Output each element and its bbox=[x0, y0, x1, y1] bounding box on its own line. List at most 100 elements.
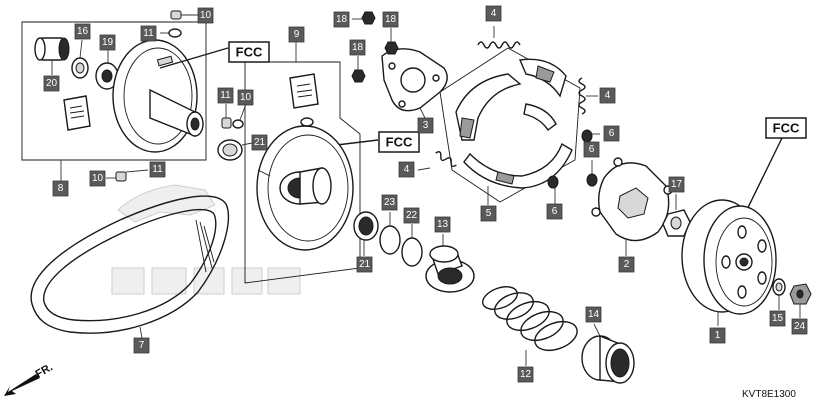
callout-22: 22 bbox=[403, 207, 420, 224]
callout-6-a: 6 bbox=[603, 125, 620, 142]
washer-16 bbox=[772, 278, 786, 310]
svg-text:18: 18 bbox=[385, 14, 397, 25]
callout-23: 23 bbox=[381, 194, 398, 211]
callout-11-top: 11 bbox=[140, 25, 157, 42]
nut-24 bbox=[789, 283, 812, 318]
spring-4-left bbox=[417, 151, 457, 171]
callout-13: 13 bbox=[434, 216, 451, 233]
spring-4-right bbox=[578, 77, 598, 115]
callout-18-b: 18 bbox=[382, 11, 399, 28]
collar-21-upper bbox=[217, 139, 253, 161]
movable-drive-face bbox=[112, 39, 204, 153]
svg-text:6: 6 bbox=[589, 144, 595, 155]
nut-18-b bbox=[384, 28, 399, 55]
clutch-shoe-upper bbox=[455, 58, 567, 141]
washer-6-a bbox=[581, 129, 600, 143]
svg-text:7: 7 bbox=[139, 340, 145, 351]
instruction-sheet-drive bbox=[63, 95, 91, 131]
screw-10-left bbox=[106, 169, 149, 182]
callout-7: 7 bbox=[133, 337, 150, 354]
svg-text:4: 4 bbox=[404, 164, 410, 175]
nut-18-c bbox=[351, 56, 366, 83]
svg-text:10: 10 bbox=[200, 10, 212, 21]
callout-8: 8 bbox=[52, 180, 69, 197]
fcc-label: FCC bbox=[773, 121, 800, 136]
collar-21-lower bbox=[353, 211, 379, 256]
callout-3: 3 bbox=[417, 117, 434, 134]
needle-bearing-20 bbox=[34, 37, 70, 75]
svg-text:18: 18 bbox=[352, 42, 364, 53]
driven-face-spring-12 bbox=[482, 286, 578, 366]
svg-text:1: 1 bbox=[715, 330, 721, 341]
drive-belt-7 bbox=[30, 195, 230, 339]
callout-11-left: 11 bbox=[149, 161, 166, 178]
callout-14: 14 bbox=[585, 306, 602, 323]
screw-10-top bbox=[170, 10, 198, 20]
callout-15: 17 bbox=[668, 176, 685, 193]
svg-text:18: 18 bbox=[336, 14, 348, 25]
svg-text:22: 22 bbox=[406, 210, 418, 221]
callout-12: 12 bbox=[517, 366, 534, 383]
callout-4-right: 4 bbox=[599, 87, 616, 104]
fr-label: FR. bbox=[34, 361, 55, 380]
front-direction-arrow: FR. bbox=[4, 361, 55, 396]
washer-6-b bbox=[586, 160, 598, 187]
svg-text:4: 4 bbox=[491, 8, 497, 19]
svg-text:21: 21 bbox=[359, 259, 371, 270]
svg-text:23: 23 bbox=[384, 197, 396, 208]
callout-6-b: 6 bbox=[583, 141, 600, 158]
svg-text:4: 4 bbox=[605, 90, 611, 101]
svg-text:11: 11 bbox=[152, 164, 163, 175]
callout-1: 1 bbox=[709, 327, 726, 344]
svg-text:21: 21 bbox=[254, 137, 266, 148]
driven-face bbox=[256, 125, 354, 251]
fcc-label: FCC bbox=[236, 45, 263, 60]
callout-18-c: 18 bbox=[349, 39, 366, 56]
svg-text:2: 2 bbox=[624, 259, 630, 270]
seal-cup-14 bbox=[581, 323, 635, 384]
fcc-leader-1 bbox=[159, 47, 229, 69]
svg-text:12: 12 bbox=[520, 369, 532, 380]
o-ring-23 bbox=[379, 212, 401, 255]
callout-2: 2 bbox=[618, 256, 635, 273]
callout-18-a: 18 bbox=[333, 11, 350, 28]
svg-text:13: 13 bbox=[437, 219, 449, 230]
svg-text:6: 6 bbox=[552, 206, 558, 217]
svg-text:6: 6 bbox=[609, 128, 615, 139]
svg-text:16: 16 bbox=[77, 26, 89, 37]
svg-text:9: 9 bbox=[294, 29, 300, 40]
callout-17: 16 bbox=[74, 23, 91, 40]
svg-text:15: 15 bbox=[772, 313, 784, 324]
callout-10-left: 10 bbox=[89, 170, 106, 187]
nut-18-a bbox=[352, 11, 376, 25]
callout-4-left: 4 bbox=[398, 161, 415, 178]
svg-text:19: 19 bbox=[102, 37, 114, 48]
svg-text:11: 11 bbox=[143, 28, 154, 39]
svg-text:10: 10 bbox=[92, 173, 104, 184]
callout-16: 15 bbox=[769, 310, 786, 327]
svg-text:17: 17 bbox=[671, 179, 683, 190]
callout-20: 20 bbox=[43, 75, 60, 92]
clutch-outer-1 bbox=[681, 199, 777, 326]
svg-text:14: 14 bbox=[588, 309, 600, 320]
oil-seal-17 bbox=[71, 39, 89, 79]
group-box-5 bbox=[439, 47, 581, 203]
callout-19: 19 bbox=[99, 34, 116, 51]
brand-watermark bbox=[111, 184, 301, 295]
washer-11-top bbox=[160, 28, 182, 38]
diagram-code: KVT8E1300 bbox=[742, 389, 796, 400]
svg-text:11: 11 bbox=[220, 90, 231, 101]
washer-6-c bbox=[547, 175, 559, 204]
svg-text:10: 10 bbox=[240, 92, 252, 103]
svg-text:8: 8 bbox=[58, 183, 64, 194]
callout-21-upper: 21 bbox=[251, 134, 268, 151]
callout-4-top: 4 bbox=[485, 5, 502, 22]
fcc-tag-clutch-outer: FCC bbox=[765, 117, 807, 139]
callout-10-mid: 10 bbox=[237, 89, 254, 106]
group-box-8 bbox=[21, 21, 207, 161]
fcc-tag-drive-face: FCC bbox=[228, 41, 270, 63]
instruction-sheet-driven bbox=[289, 73, 319, 109]
pin-9 bbox=[300, 117, 314, 127]
callout-24: 24 bbox=[791, 318, 808, 335]
